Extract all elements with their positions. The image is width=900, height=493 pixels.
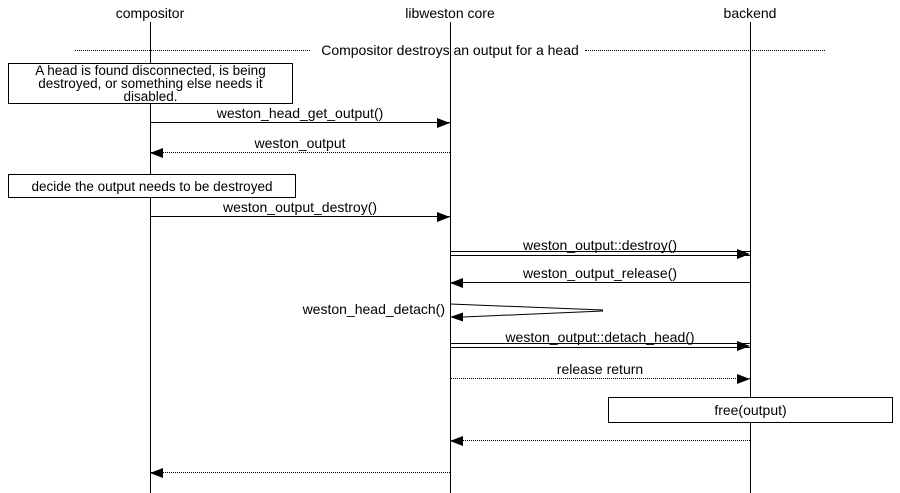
message-label: weston_head_get_output() — [216, 105, 384, 121]
message-release-return: release return — [450, 362, 750, 384]
lifeline-backend — [750, 22, 751, 493]
note-free-output: free(output) — [608, 397, 893, 423]
message-weston-output-detach-head: weston_output::detach_head() — [450, 330, 750, 351]
message-label: weston_output::detach_head() — [505, 329, 695, 345]
note-line: destroyed, or something else needs it — [38, 76, 263, 91]
divider-line-right — [585, 50, 825, 51]
note-decide-destroy: decide the output needs to be destroyed — [8, 174, 296, 198]
arrowhead-left-icon — [450, 312, 463, 322]
message-weston-output-destroy: weston_output_destroy() — [150, 200, 450, 222]
note-line: A head is found disconnected, is being — [35, 63, 266, 78]
message-label: weston_output_destroy() — [222, 199, 378, 215]
note-line: free(output) — [714, 401, 787, 418]
arrowhead-left-icon — [150, 148, 163, 158]
actor-compositor: compositor — [115, 5, 185, 21]
arrowhead-right-icon — [737, 374, 750, 384]
self-message-weston-head-detach — [450, 303, 604, 322]
message-label: release return — [556, 361, 644, 377]
note-line: decide the output needs to be destroyed — [31, 178, 273, 194]
return-to-libweston-core — [450, 436, 750, 446]
message-label: weston_output — [254, 135, 346, 151]
divider-label: Compositor destroys an output for a head — [321, 42, 579, 58]
actor-libweston-core: libweston core — [405, 5, 495, 21]
arrowhead-right-icon — [737, 341, 750, 351]
note-head-disconnected: A head is found disconnected, is being d… — [8, 63, 293, 104]
arrowhead-right-icon — [437, 118, 450, 128]
arrowhead-right-icon — [737, 249, 750, 259]
arrowhead-left-icon — [450, 278, 463, 288]
arrowhead-left-icon — [150, 468, 163, 478]
message-label: weston_output_release() — [522, 265, 678, 281]
message-weston-output-vfunc-destroy: weston_output::destroy() — [450, 238, 750, 259]
return-weston-output: weston_output — [150, 136, 450, 158]
self-message-label: weston_head_detach() — [302, 301, 445, 317]
actor-backend: backend — [723, 5, 777, 21]
message-label: weston_output::destroy() — [522, 237, 678, 253]
arrowhead-left-icon — [450, 436, 463, 446]
lifeline-libweston-core — [450, 22, 451, 493]
lifeline-compositor — [150, 22, 151, 493]
message-weston-head-get-output: weston_head_get_output() — [150, 106, 450, 128]
arrowhead-right-icon — [437, 212, 450, 222]
message-weston-output-release: weston_output_release() — [450, 266, 750, 288]
return-to-compositor — [150, 468, 450, 478]
divider-line-left — [75, 50, 310, 51]
note-line: disabled. — [123, 89, 178, 104]
